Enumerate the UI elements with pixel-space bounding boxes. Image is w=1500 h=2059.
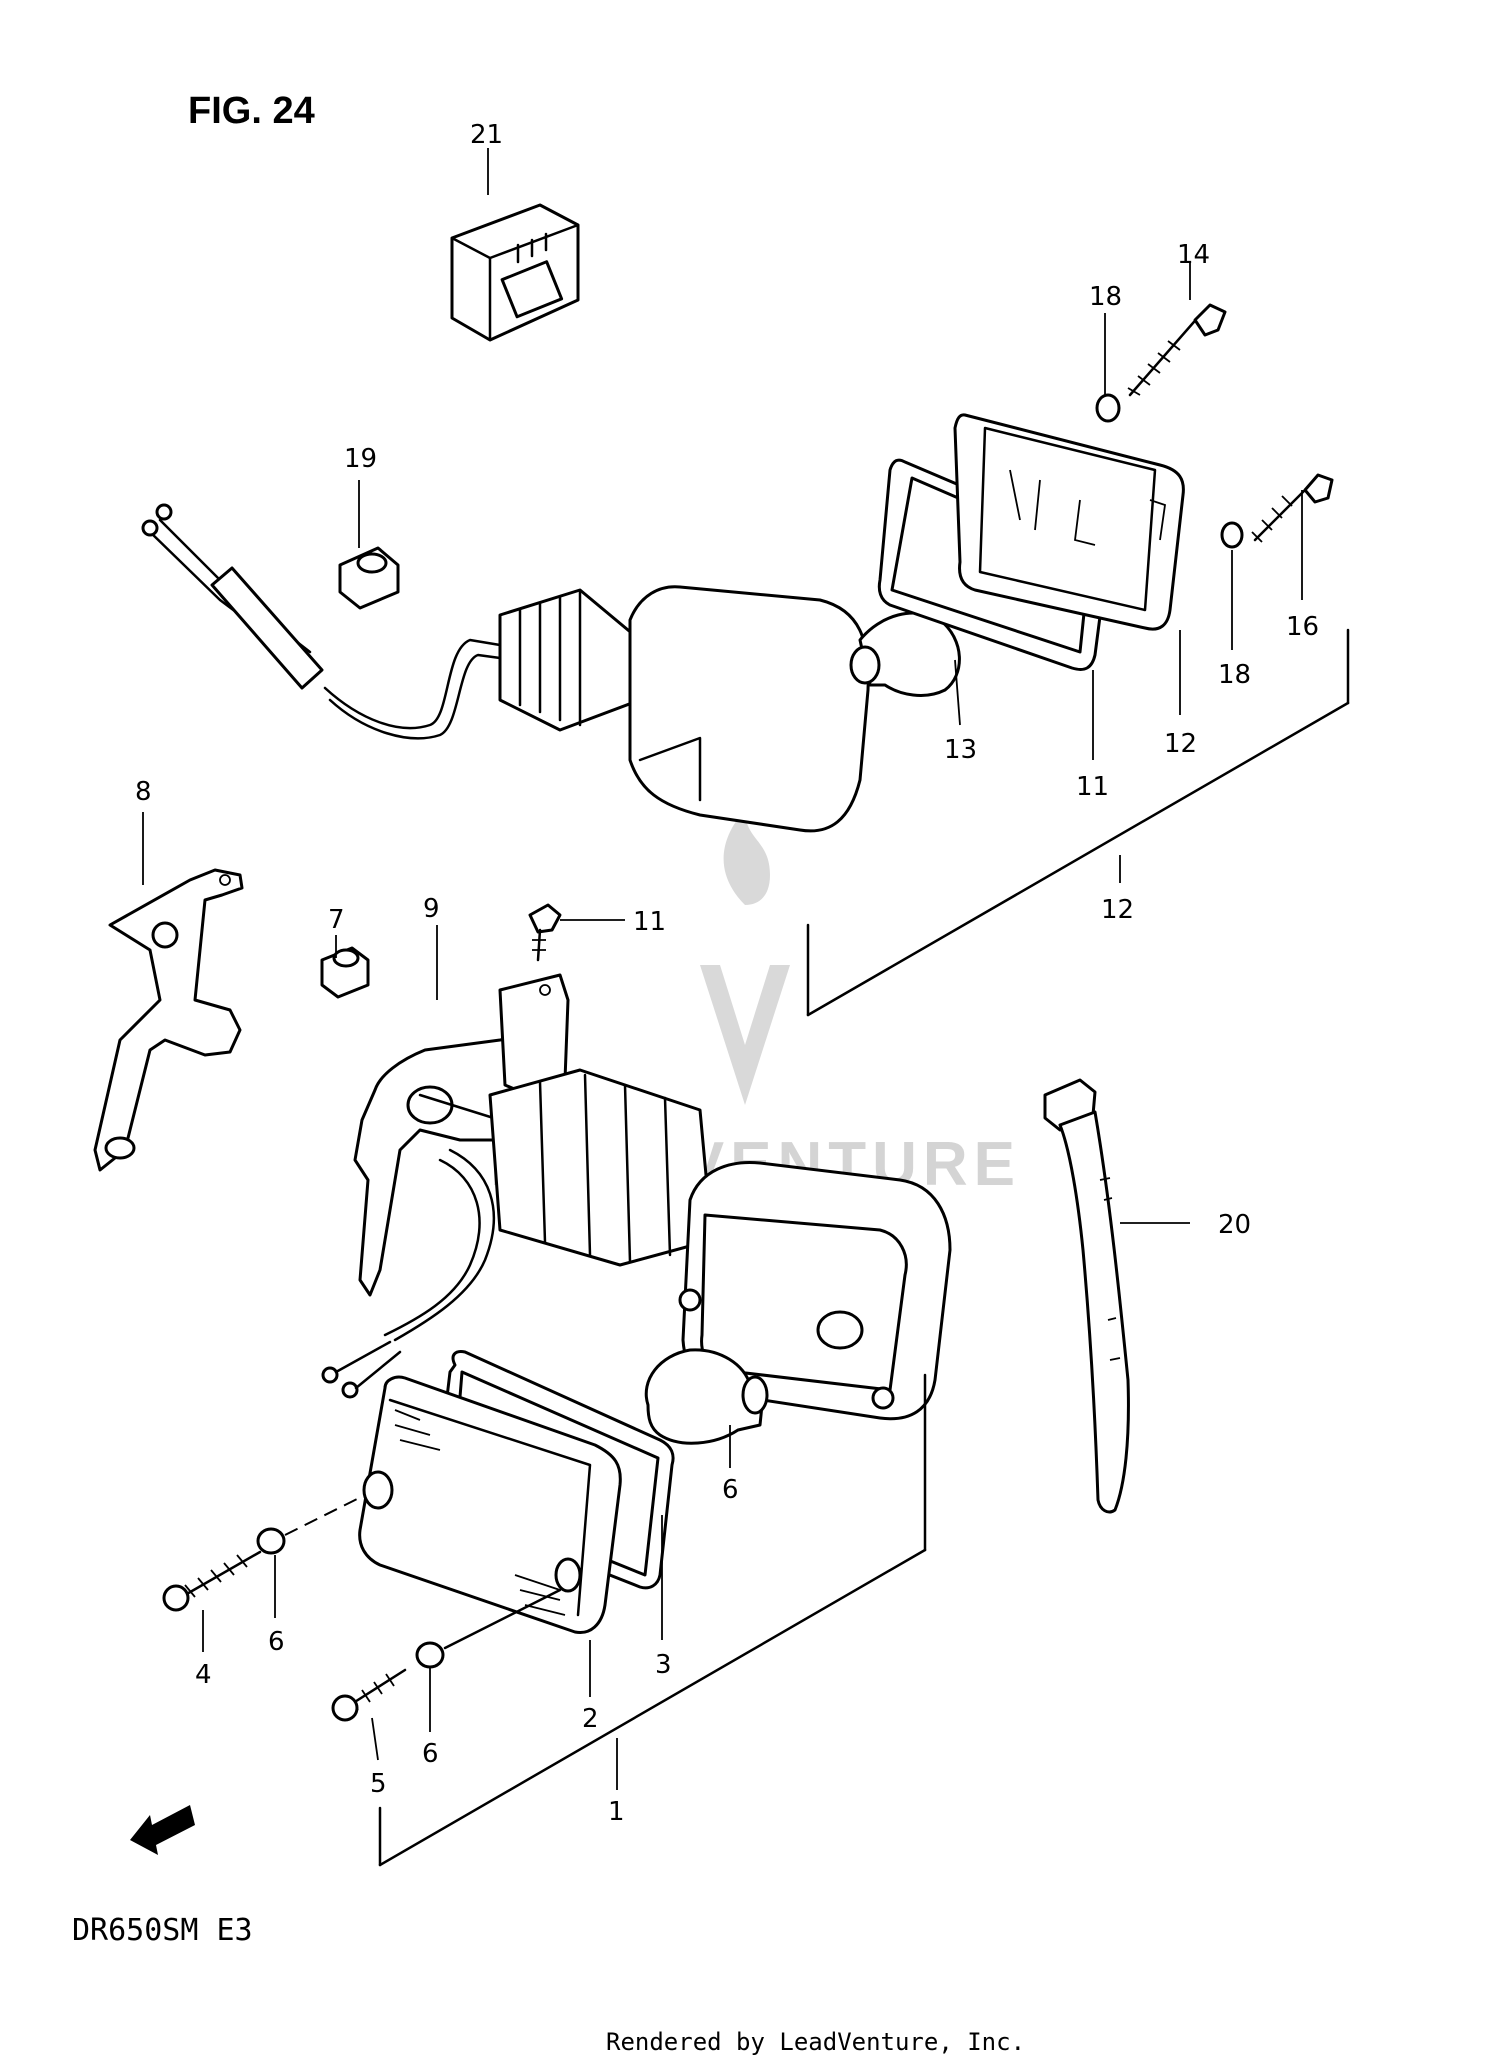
bracket-line-12-diag — [806, 701, 1350, 1017]
callout-18-upper: 18 — [1089, 282, 1122, 312]
screw-5 — [331, 1668, 407, 1722]
callout-2: 2 — [582, 1704, 599, 1734]
bracket-line-1-diag — [378, 1548, 927, 1867]
callout-11: 11 — [633, 907, 666, 937]
lens-2 — [358, 1375, 622, 1635]
model-code: DR650SM E3 — [72, 1913, 253, 1948]
footer-credit: Rendered by LeadVenture, Inc. — [606, 2028, 1025, 2056]
figure-title: FIG. 24 — [188, 90, 315, 132]
washer-6-upper — [256, 1527, 286, 1555]
lower-turn-signal-1 — [321, 973, 952, 1421]
screw-16 — [1127, 303, 1227, 397]
callout-21: 21 — [470, 120, 503, 150]
callout-14: 11 — [1076, 772, 1109, 802]
bracket-9 — [93, 868, 244, 1172]
callouts: 21 14 18 19 16 18 13 12 11 8 12 9 7 11 2… — [135, 120, 1319, 1827]
front-direction-arrow — [130, 1805, 195, 1855]
callout-12: 12 — [1101, 895, 1134, 925]
callout-9: 8 — [135, 777, 152, 807]
screw-11 — [528, 903, 562, 962]
cable-tie-20 — [1043, 1078, 1130, 1514]
relay-21 — [450, 203, 580, 342]
upper-turn-signal-12 — [141, 503, 870, 833]
nut-19 — [338, 546, 400, 610]
callout-18-lower: 18 — [1218, 660, 1251, 690]
callout-17: 16 — [1286, 612, 1319, 642]
callout-3: 3 — [655, 1650, 672, 1680]
washer-18-lower — [1220, 521, 1244, 549]
washer-18-upper — [1095, 393, 1121, 423]
callout-13: 12 — [1164, 729, 1197, 759]
screw-17 — [1251, 473, 1334, 543]
callout-6-lower: 6 — [422, 1739, 439, 1769]
callout-5: 5 — [370, 1769, 387, 1799]
callout-7: 6 — [722, 1475, 739, 1505]
callout-6-upper: 6 — [268, 1627, 285, 1657]
callout-16: 14 — [1177, 240, 1210, 270]
lens-13 — [953, 413, 1185, 631]
nut-8 — [320, 946, 370, 999]
callout-1: 1 — [608, 1797, 625, 1827]
callout-15: 13 — [944, 735, 977, 765]
callout-8: 7 — [328, 905, 345, 935]
callout-4: 4 — [195, 1660, 212, 1690]
callout-19: 19 — [344, 444, 377, 474]
callout-10: 9 — [423, 894, 440, 924]
bulb-7 — [644, 1348, 769, 1445]
bulb-15 — [849, 611, 961, 697]
screw-4 — [162, 1550, 262, 1612]
washer-6-lower — [415, 1641, 445, 1669]
callout-20: 20 — [1218, 1210, 1251, 1240]
leader-lines — [142, 148, 1303, 1790]
